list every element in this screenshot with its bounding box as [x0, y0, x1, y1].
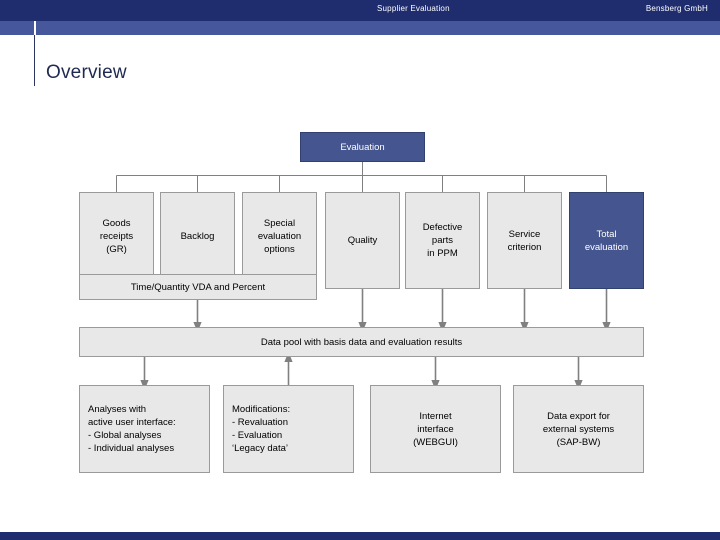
node-analyses-label: Analyses with active user interface: - G… [88, 404, 176, 454]
node-goods-receipts-label: Goods receipts (GR) [99, 217, 134, 255]
node-internet-interface-label: Internet interface (WEBGUI) [413, 410, 458, 448]
node-defective-parts[interactable]: Defective parts in PPM [405, 192, 480, 289]
node-defective-parts-label: Defective parts in PPM [422, 222, 463, 259]
header-company-name: Bensberg GmbH [645, 4, 708, 13]
node-quality[interactable]: Quality [325, 192, 400, 289]
node-data-export[interactable]: Data export for external systems (SAP-BW… [513, 385, 644, 473]
app-footer-bar [0, 532, 720, 540]
node-modifications-label: Modifications: - Revaluation - Evaluatio… [232, 404, 291, 454]
node-quality-label: Quality [347, 235, 378, 246]
node-time-quantity-band[interactable]: Time/Quantity VDA and Percent [79, 274, 317, 300]
node-backlog-label: Backlog [180, 230, 215, 242]
node-evaluation-label: Evaluation [340, 141, 385, 153]
node-service-criterion-label: Service criterion [507, 228, 542, 253]
node-backlog[interactable]: Backlog [160, 192, 235, 280]
node-time-quantity-band-label: Time/Quantity VDA and Percent [130, 281, 266, 293]
node-modifications[interactable]: Modifications: - Revaluation - Evaluatio… [223, 385, 354, 473]
node-analyses[interactable]: Analyses with active user interface: - G… [79, 385, 210, 473]
page-title: Overview [46, 62, 127, 83]
node-data-export-label: Data export for external systems (SAP-BW… [542, 410, 615, 448]
header-band-notch [34, 21, 36, 35]
node-data-pool-label: Data pool with basis data and evaluation… [260, 336, 463, 348]
node-total-evaluation[interactable]: Total evaluation [569, 192, 644, 289]
header-accent-band [0, 21, 720, 35]
node-service-criterion[interactable]: Service criterion [487, 192, 562, 289]
app-header-bar: Supplier Evaluation Bensberg GmbH [0, 0, 720, 21]
node-special-evaluation-options-label: Special evaluation options [257, 217, 302, 255]
node-evaluation[interactable]: Evaluation [300, 132, 425, 162]
node-special-evaluation-options[interactable]: Special evaluation options [242, 192, 317, 280]
node-data-pool[interactable]: Data pool with basis data and evaluation… [79, 327, 644, 357]
header-center-title: Supplier Evaluation [377, 4, 450, 13]
node-internet-interface[interactable]: Internet interface (WEBGUI) [370, 385, 501, 473]
title-vertical-rule [34, 35, 35, 86]
node-goods-receipts[interactable]: Goods receipts (GR) [79, 192, 154, 280]
node-total-evaluation-label: Total evaluation [584, 228, 629, 253]
